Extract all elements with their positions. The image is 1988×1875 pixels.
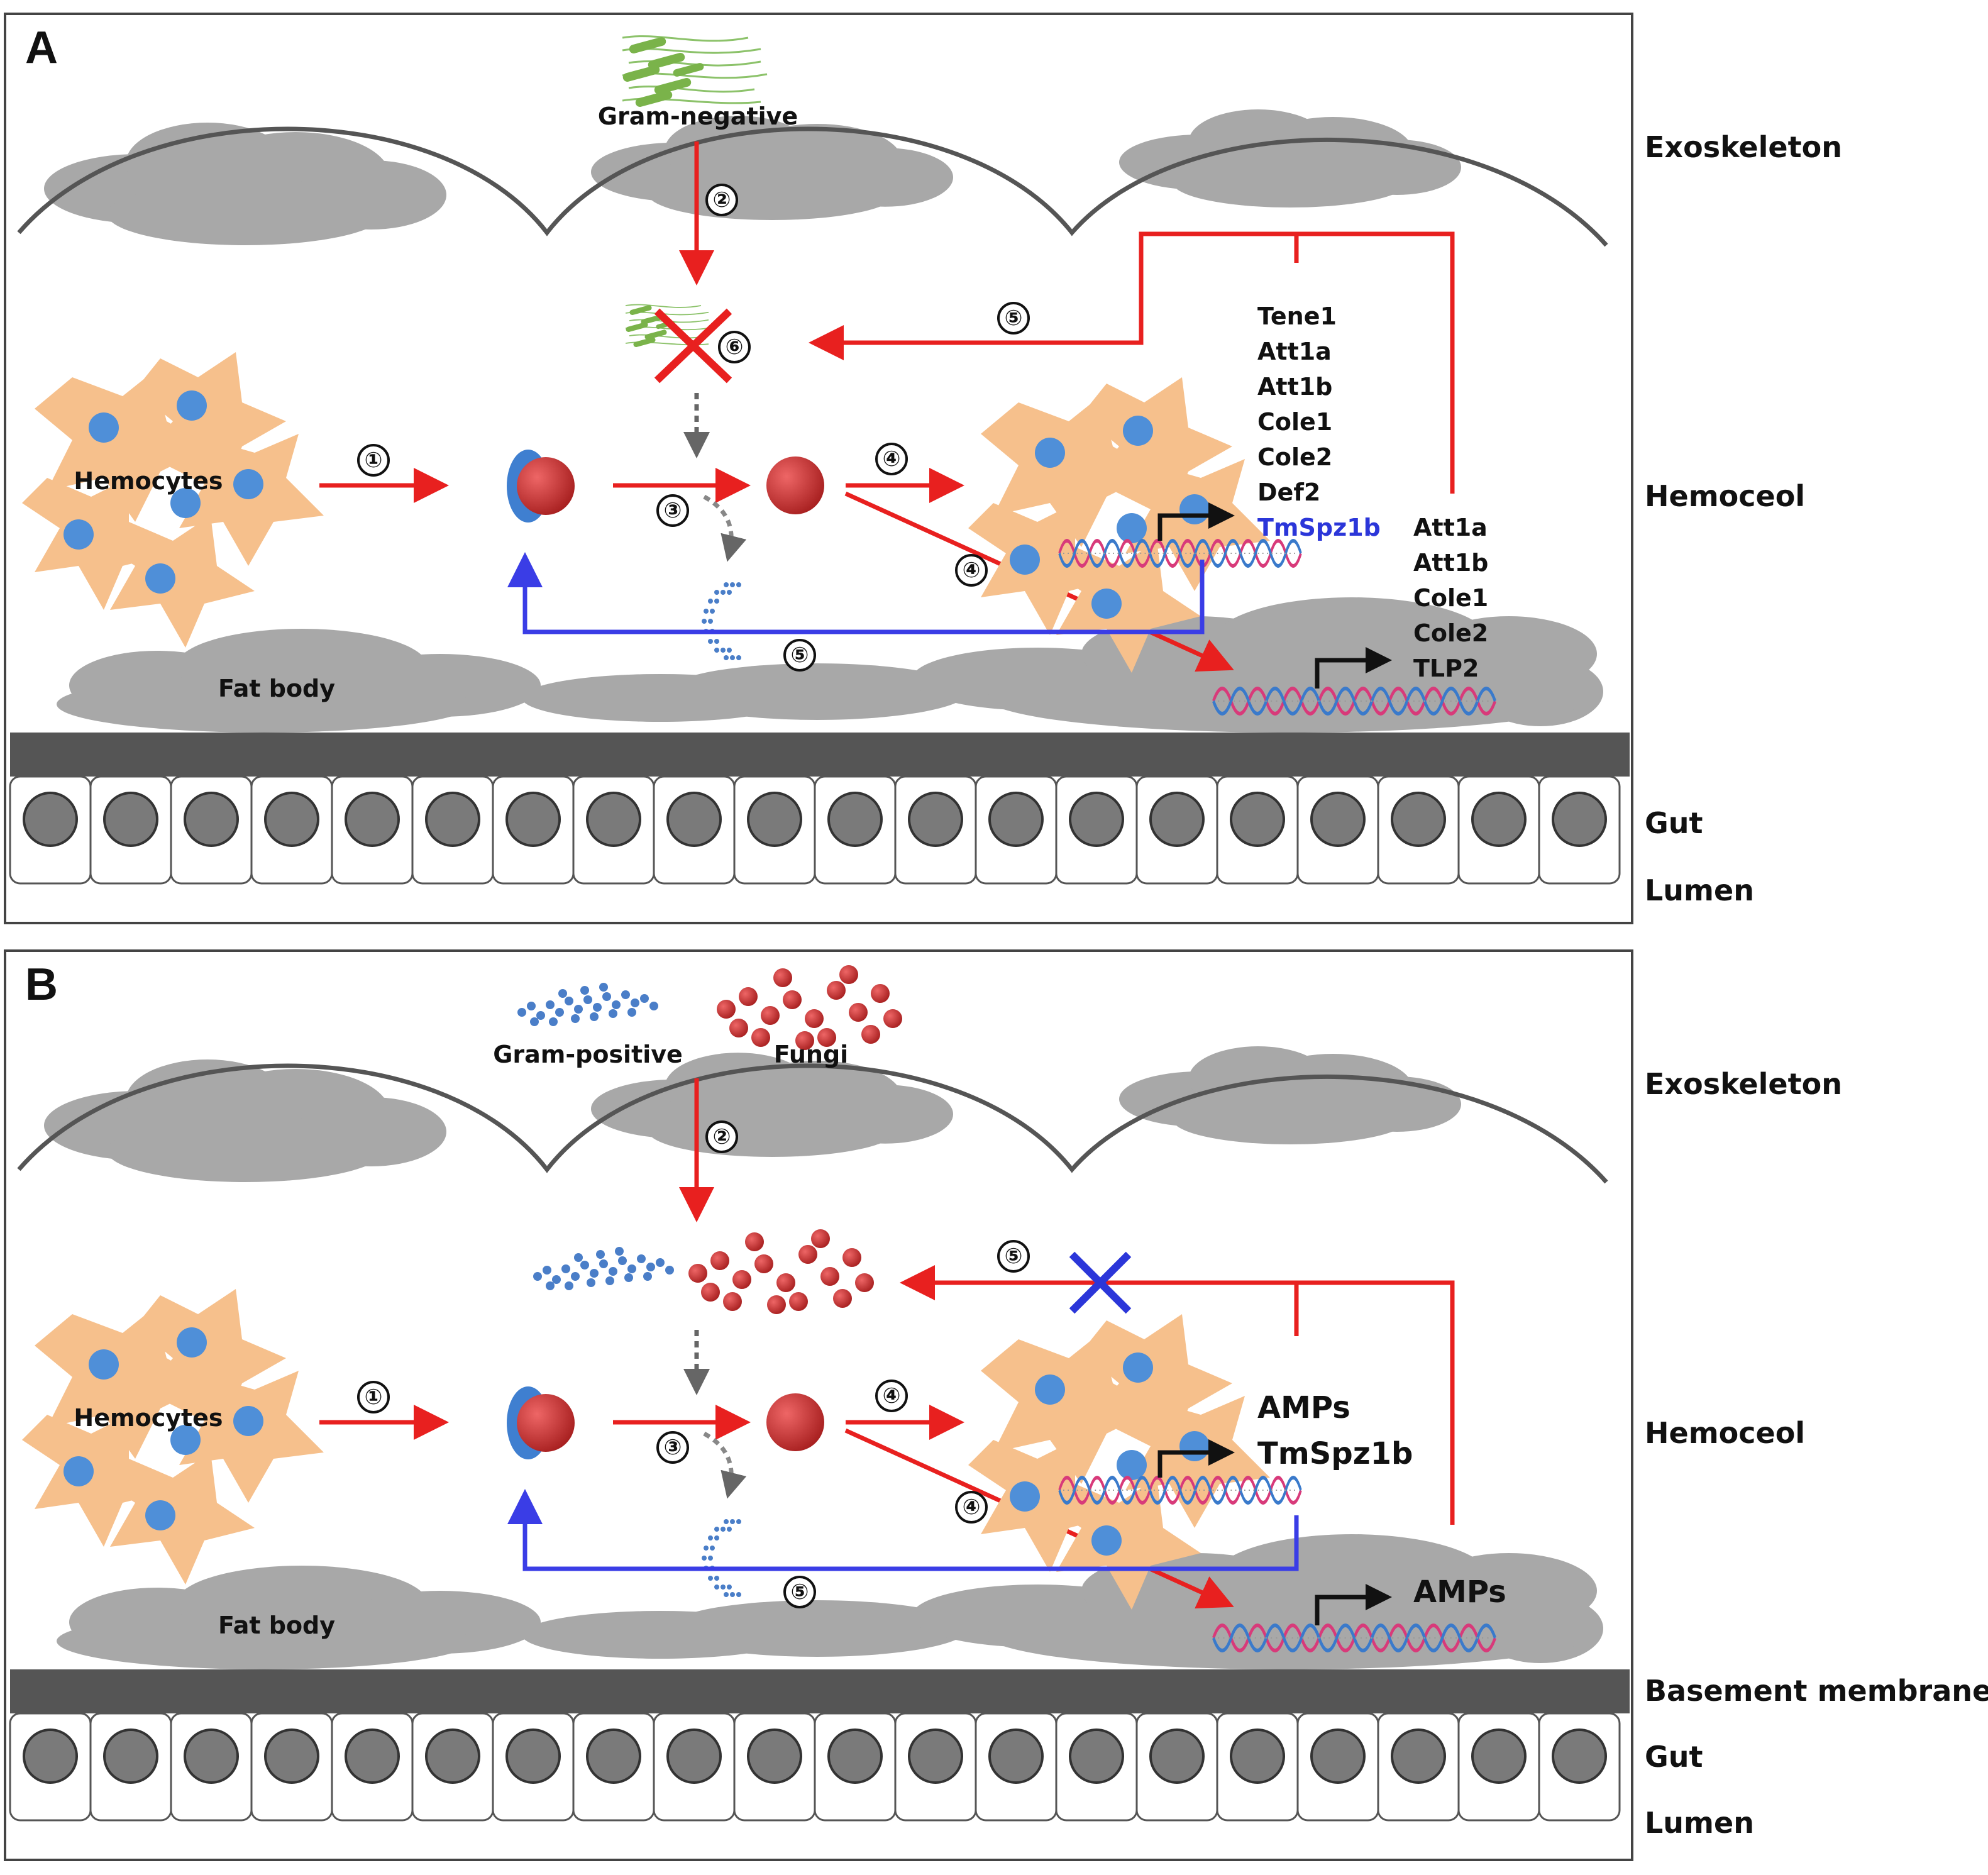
label-amps-fatbody: AMPs [1413, 1574, 1506, 1610]
svg-text:②: ② [713, 187, 731, 213]
panel-b: B Gram-positive Fungi ② ⑤ Hemocytes ① [4, 949, 1988, 1861]
step-5-marker-top: ⑤ [997, 302, 1030, 335]
transcription-arrow-fatbody [1315, 647, 1392, 689]
side-label-gut: Gut [1645, 806, 1703, 840]
svg-text:①: ① [365, 448, 383, 473]
kill-x-icon [654, 308, 732, 384]
svg-text:Att1b: Att1b [1413, 549, 1488, 577]
svg-text:Att1a: Att1a [1413, 514, 1488, 541]
arrow-step-5-blue [507, 552, 1205, 634]
panel-a: A Gram-negative ② ⑥ ⑤ Hemocytes ① [4, 13, 1842, 924]
label-fungi: Fungi [774, 1041, 848, 1068]
svg-text:④: ④ [963, 558, 981, 583]
side-label-hemoceol: Hemoceol [1645, 479, 1805, 513]
step-5-marker-top-b: ⑤ [997, 1240, 1030, 1273]
step-5-marker-bottom: ⑤ [783, 639, 816, 672]
svg-text:④: ④ [883, 1383, 901, 1408]
arrow-step-5-red [809, 231, 1299, 360]
step-2-marker: ② [705, 184, 738, 216]
svg-text:③: ③ [664, 498, 682, 523]
activated-spatzle-icon-b [766, 1393, 824, 1451]
svg-text:④: ④ [883, 446, 901, 472]
side-label-lumen-b: Lumen [1645, 1806, 1754, 1840]
block-x-icon [1069, 1251, 1132, 1314]
panel-letter-a: A [25, 23, 58, 73]
label-hemocytes-b: Hemocytes [74, 1404, 223, 1432]
side-label-hemoceol-b: Hemoceol [1645, 1416, 1805, 1450]
svg-text:Cole2: Cole2 [1257, 443, 1332, 471]
svg-text:⑤: ⑤ [1005, 306, 1023, 331]
step-6-marker: ⑥ [718, 331, 751, 363]
label-tmspz1b: TmSpz1b [1257, 1436, 1413, 1471]
transcription-arrow-fatbody-b [1315, 1584, 1392, 1625]
step-1-marker-b: ① [357, 1381, 390, 1413]
svg-text:②: ② [713, 1124, 731, 1149]
label-gram-negative: Gram-negative [598, 102, 798, 130]
arrow-step-5-red-branch [1296, 231, 1455, 494]
transcription-arrow-hemocyte [1157, 502, 1235, 541]
svg-text:⑤: ⑤ [791, 643, 809, 668]
svg-text:①: ① [365, 1385, 383, 1410]
activated-spatzle-icon [766, 456, 824, 514]
svg-text:⑥: ⑥ [726, 335, 744, 360]
label-hemocytes: Hemocytes [74, 467, 223, 495]
step-4-marker-top: ④ [875, 443, 908, 475]
svg-text:Att1a: Att1a [1257, 338, 1332, 365]
gut-epithelium-b [9, 1668, 1631, 1822]
fatbody-gene-list: Att1a Att1b Cole1 Cole2 TLP2 [1413, 514, 1488, 682]
gene-tmspz1b: TmSpz1b [1257, 514, 1381, 541]
step-4-marker-bottom-b: ④ [955, 1491, 988, 1524]
gut-epithelium [9, 731, 1631, 885]
label-amps-hemocyte: AMPs [1257, 1390, 1350, 1425]
label-fat-body-b: Fat body [218, 1612, 335, 1639]
side-label-gut-b: Gut [1645, 1740, 1703, 1774]
svg-text:Def2: Def2 [1257, 478, 1320, 506]
side-label-exoskeleton: Exoskeleton [1645, 130, 1842, 164]
side-label-lumen: Lumen [1645, 873, 1754, 907]
transcription-arrow-hemocyte-b [1157, 1439, 1235, 1478]
side-label-exoskeleton-b: Exoskeleton [1645, 1067, 1842, 1101]
label-fat-body: Fat body [218, 675, 335, 702]
hemocyte-gene-list: Tene1 Att1a Att1b Cole1 Cole2 Def2 TmSpz… [1257, 302, 1381, 541]
label-gram-positive: Gram-positive [493, 1041, 683, 1068]
arrow-step-5-blue-b [507, 1489, 1299, 1571]
step-4-marker-bottom: ④ [955, 554, 988, 587]
svg-text:Cole1: Cole1 [1413, 584, 1488, 612]
svg-text:TLP2: TLP2 [1413, 655, 1479, 682]
step-2-marker-b: ② [705, 1120, 738, 1153]
step-1-marker: ① [357, 444, 390, 477]
panel-letter-b: B [25, 960, 58, 1010]
svg-text:③: ③ [664, 1435, 682, 1460]
svg-text:Att1b: Att1b [1257, 373, 1332, 401]
step-5-marker-bottom-b: ⑤ [783, 1576, 816, 1608]
step-4-marker-top-b: ④ [875, 1380, 908, 1412]
svg-text:Cole1: Cole1 [1257, 408, 1332, 436]
svg-text:⑤: ⑤ [791, 1579, 809, 1605]
arrow-step-5-red-branch-b [1296, 1280, 1455, 1525]
arrow-gray-curve [703, 494, 747, 562]
svg-text:Tene1: Tene1 [1257, 302, 1337, 330]
side-label-basement-membrane: Basement membrane [1645, 1674, 1988, 1708]
svg-text:Cole2: Cole2 [1413, 619, 1488, 647]
arrow-gray-curve-b [703, 1431, 747, 1499]
step-3-marker-b: ③ [656, 1431, 689, 1464]
svg-text:④: ④ [963, 1495, 981, 1520]
svg-text:⑤: ⑤ [1005, 1244, 1023, 1269]
step-3-marker: ③ [656, 494, 689, 527]
